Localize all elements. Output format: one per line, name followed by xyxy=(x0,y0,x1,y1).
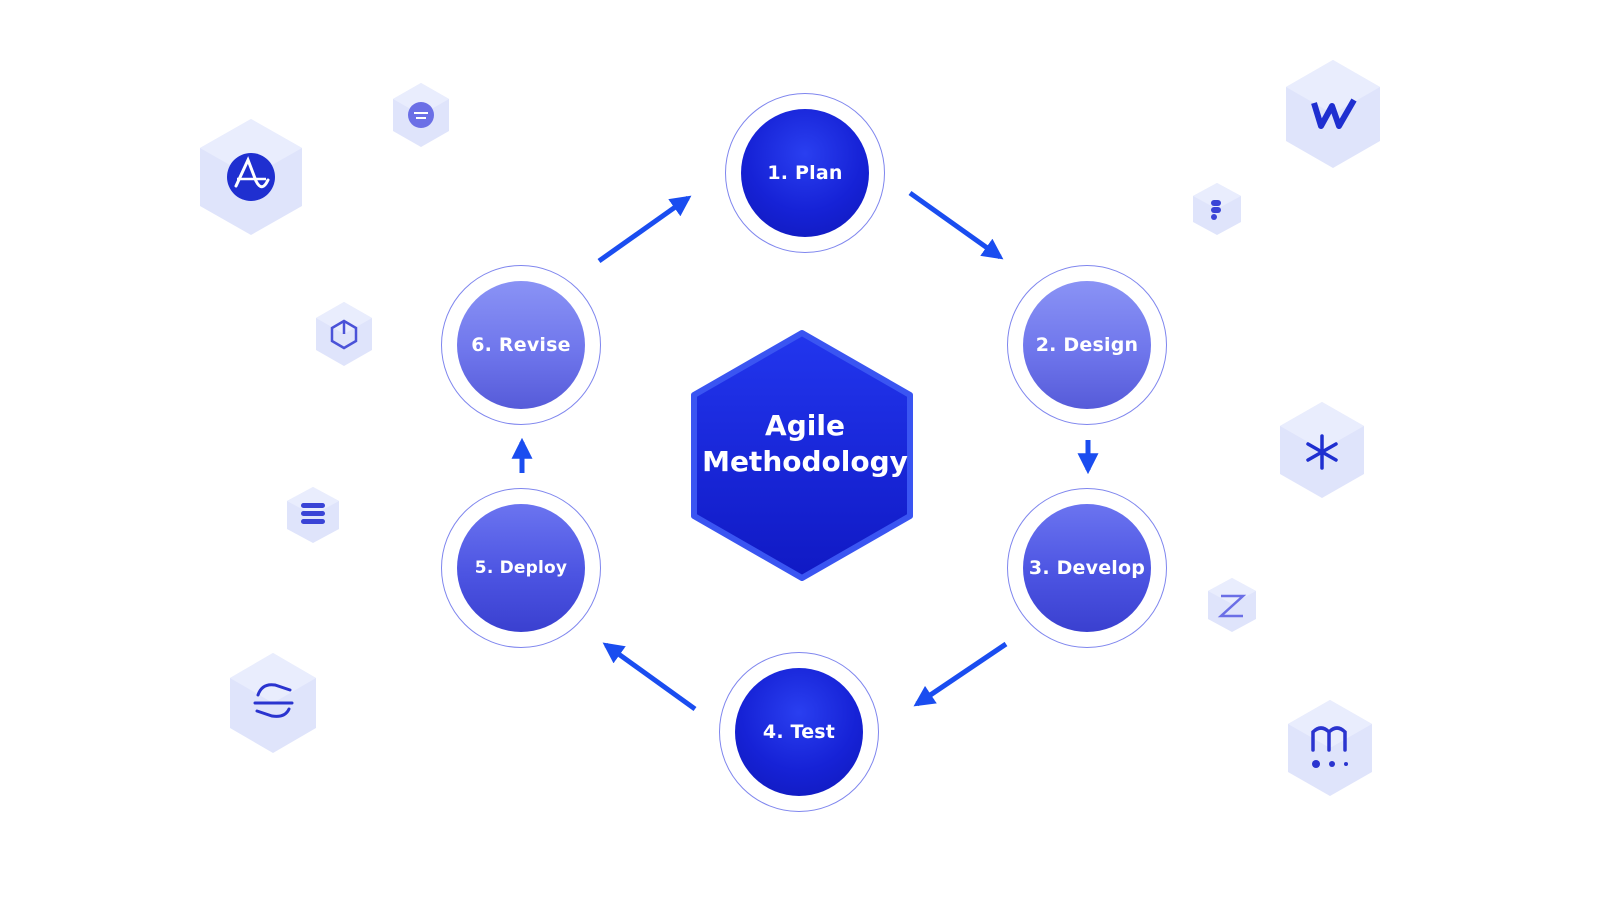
step-design: 2. Design xyxy=(1007,265,1167,425)
list-icon xyxy=(287,487,339,543)
step-plan-circle: 1. Plan xyxy=(741,109,869,237)
segment-icon xyxy=(230,653,316,753)
step-develop: 3. Develop xyxy=(1007,488,1167,648)
step-deploy-label: 5. Deploy xyxy=(474,558,568,578)
step-test-label: 4. Test xyxy=(762,721,836,743)
step-revise: 6. Revise xyxy=(441,265,601,425)
step-plan-label: 1. Plan xyxy=(767,162,843,184)
arrow-plan-to-design xyxy=(908,190,1004,260)
snowflake-icon xyxy=(1280,402,1364,498)
step-plan: 1. Plan xyxy=(725,93,885,253)
step-revise-circle: 6. Revise xyxy=(457,281,585,409)
center-title-line2: Methodology xyxy=(702,445,908,478)
step-deploy: 5. Deploy xyxy=(441,488,601,648)
step-test-circle: 4. Test xyxy=(735,668,863,796)
step-design-circle: 2. Design xyxy=(1023,281,1151,409)
figma-icon xyxy=(1193,183,1241,235)
amplitude-icon xyxy=(200,119,302,235)
center-hexagon xyxy=(691,330,913,581)
intercom-icon xyxy=(393,83,449,147)
center-title-line1: Agile xyxy=(765,409,845,442)
arrow-develop-to-test xyxy=(913,641,1008,707)
metabase-icon xyxy=(1288,700,1372,796)
step-design-label: 2. Design xyxy=(1035,334,1139,356)
step-develop-label: 3. Develop xyxy=(1028,557,1146,579)
webflow-icon xyxy=(1286,60,1380,168)
arrow-revise-to-plan xyxy=(597,195,692,264)
arrow-test-to-deploy xyxy=(602,642,697,712)
box-icon xyxy=(316,302,372,366)
step-revise-label: 6. Revise xyxy=(471,334,571,356)
zapier-icon xyxy=(1208,578,1256,632)
step-test: 4. Test xyxy=(719,652,879,812)
step-deploy-circle: 5. Deploy xyxy=(457,504,585,632)
center-title: Agile Methodology xyxy=(695,408,915,480)
step-develop-circle: 3. Develop xyxy=(1023,504,1151,632)
